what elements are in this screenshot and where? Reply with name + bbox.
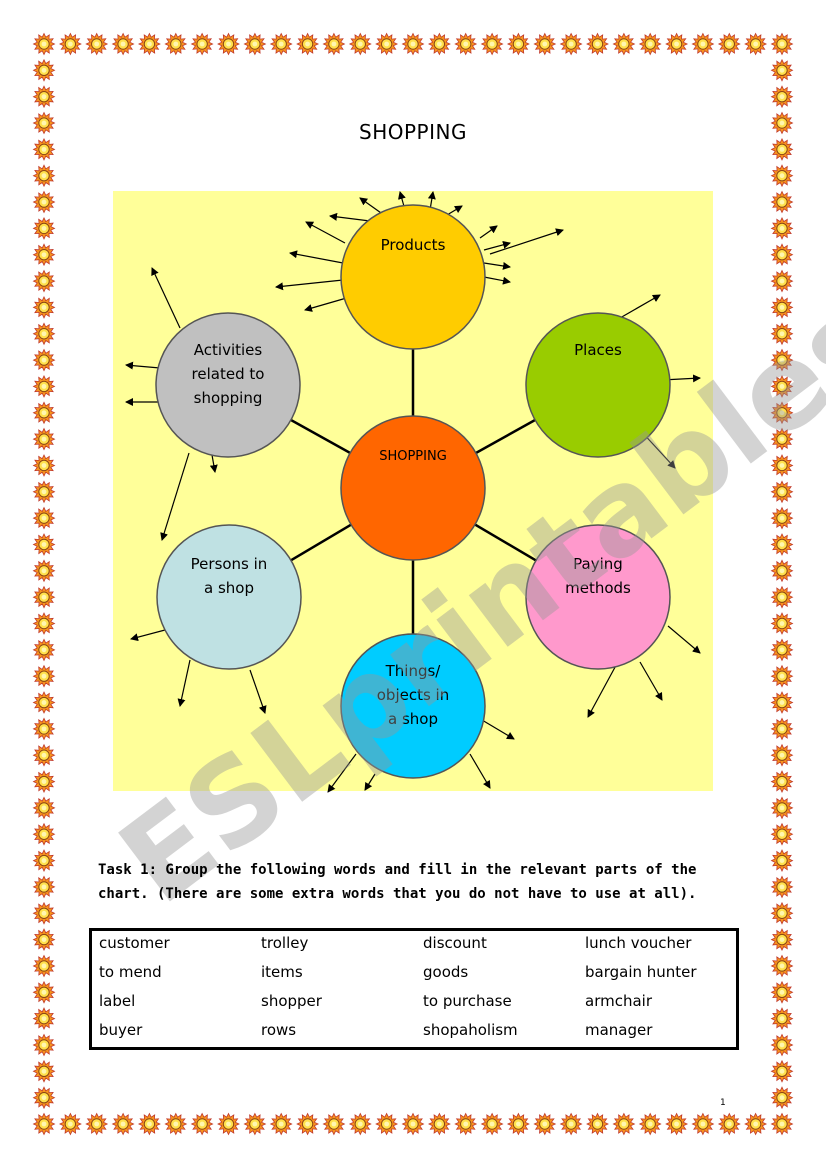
word-item: goods bbox=[423, 963, 468, 981]
node-label: Products bbox=[381, 236, 446, 254]
word-item: lunch voucher bbox=[585, 934, 691, 952]
node-label: related to bbox=[192, 365, 265, 383]
node-label: Activities bbox=[194, 341, 263, 359]
word-box: customer to mend label buyer trolley ite… bbox=[89, 928, 739, 1050]
word-item: discount bbox=[423, 934, 487, 952]
word-item: buyer bbox=[99, 1021, 142, 1039]
word-item: shopper bbox=[261, 992, 322, 1010]
word-item: label bbox=[99, 992, 135, 1010]
word-item: bargain hunter bbox=[585, 963, 697, 981]
word-item: customer bbox=[99, 934, 170, 952]
node-label: Persons in bbox=[191, 555, 268, 573]
node-products: Products bbox=[341, 205, 485, 349]
center-node: SHOPPING bbox=[341, 416, 485, 560]
word-item: items bbox=[261, 963, 303, 981]
word-item: to mend bbox=[99, 963, 162, 981]
word-item: shopaholism bbox=[423, 1021, 518, 1039]
task-instructions: Task 1: Group the following words and fi… bbox=[98, 858, 728, 906]
node-label: shopping bbox=[194, 389, 263, 407]
node-activities: Activities related to shopping bbox=[156, 313, 300, 457]
page-number: 1 bbox=[720, 1098, 726, 1108]
node-label: Places bbox=[574, 341, 622, 359]
center-label: SHOPPING bbox=[379, 449, 447, 464]
node-persons: Persons in a shop bbox=[157, 525, 301, 669]
word-item: rows bbox=[261, 1021, 296, 1039]
word-item: trolley bbox=[261, 934, 308, 952]
word-item: to purchase bbox=[423, 992, 512, 1010]
word-item: armchair bbox=[585, 992, 652, 1010]
word-item: manager bbox=[585, 1021, 652, 1039]
node-label: a shop bbox=[204, 579, 254, 597]
